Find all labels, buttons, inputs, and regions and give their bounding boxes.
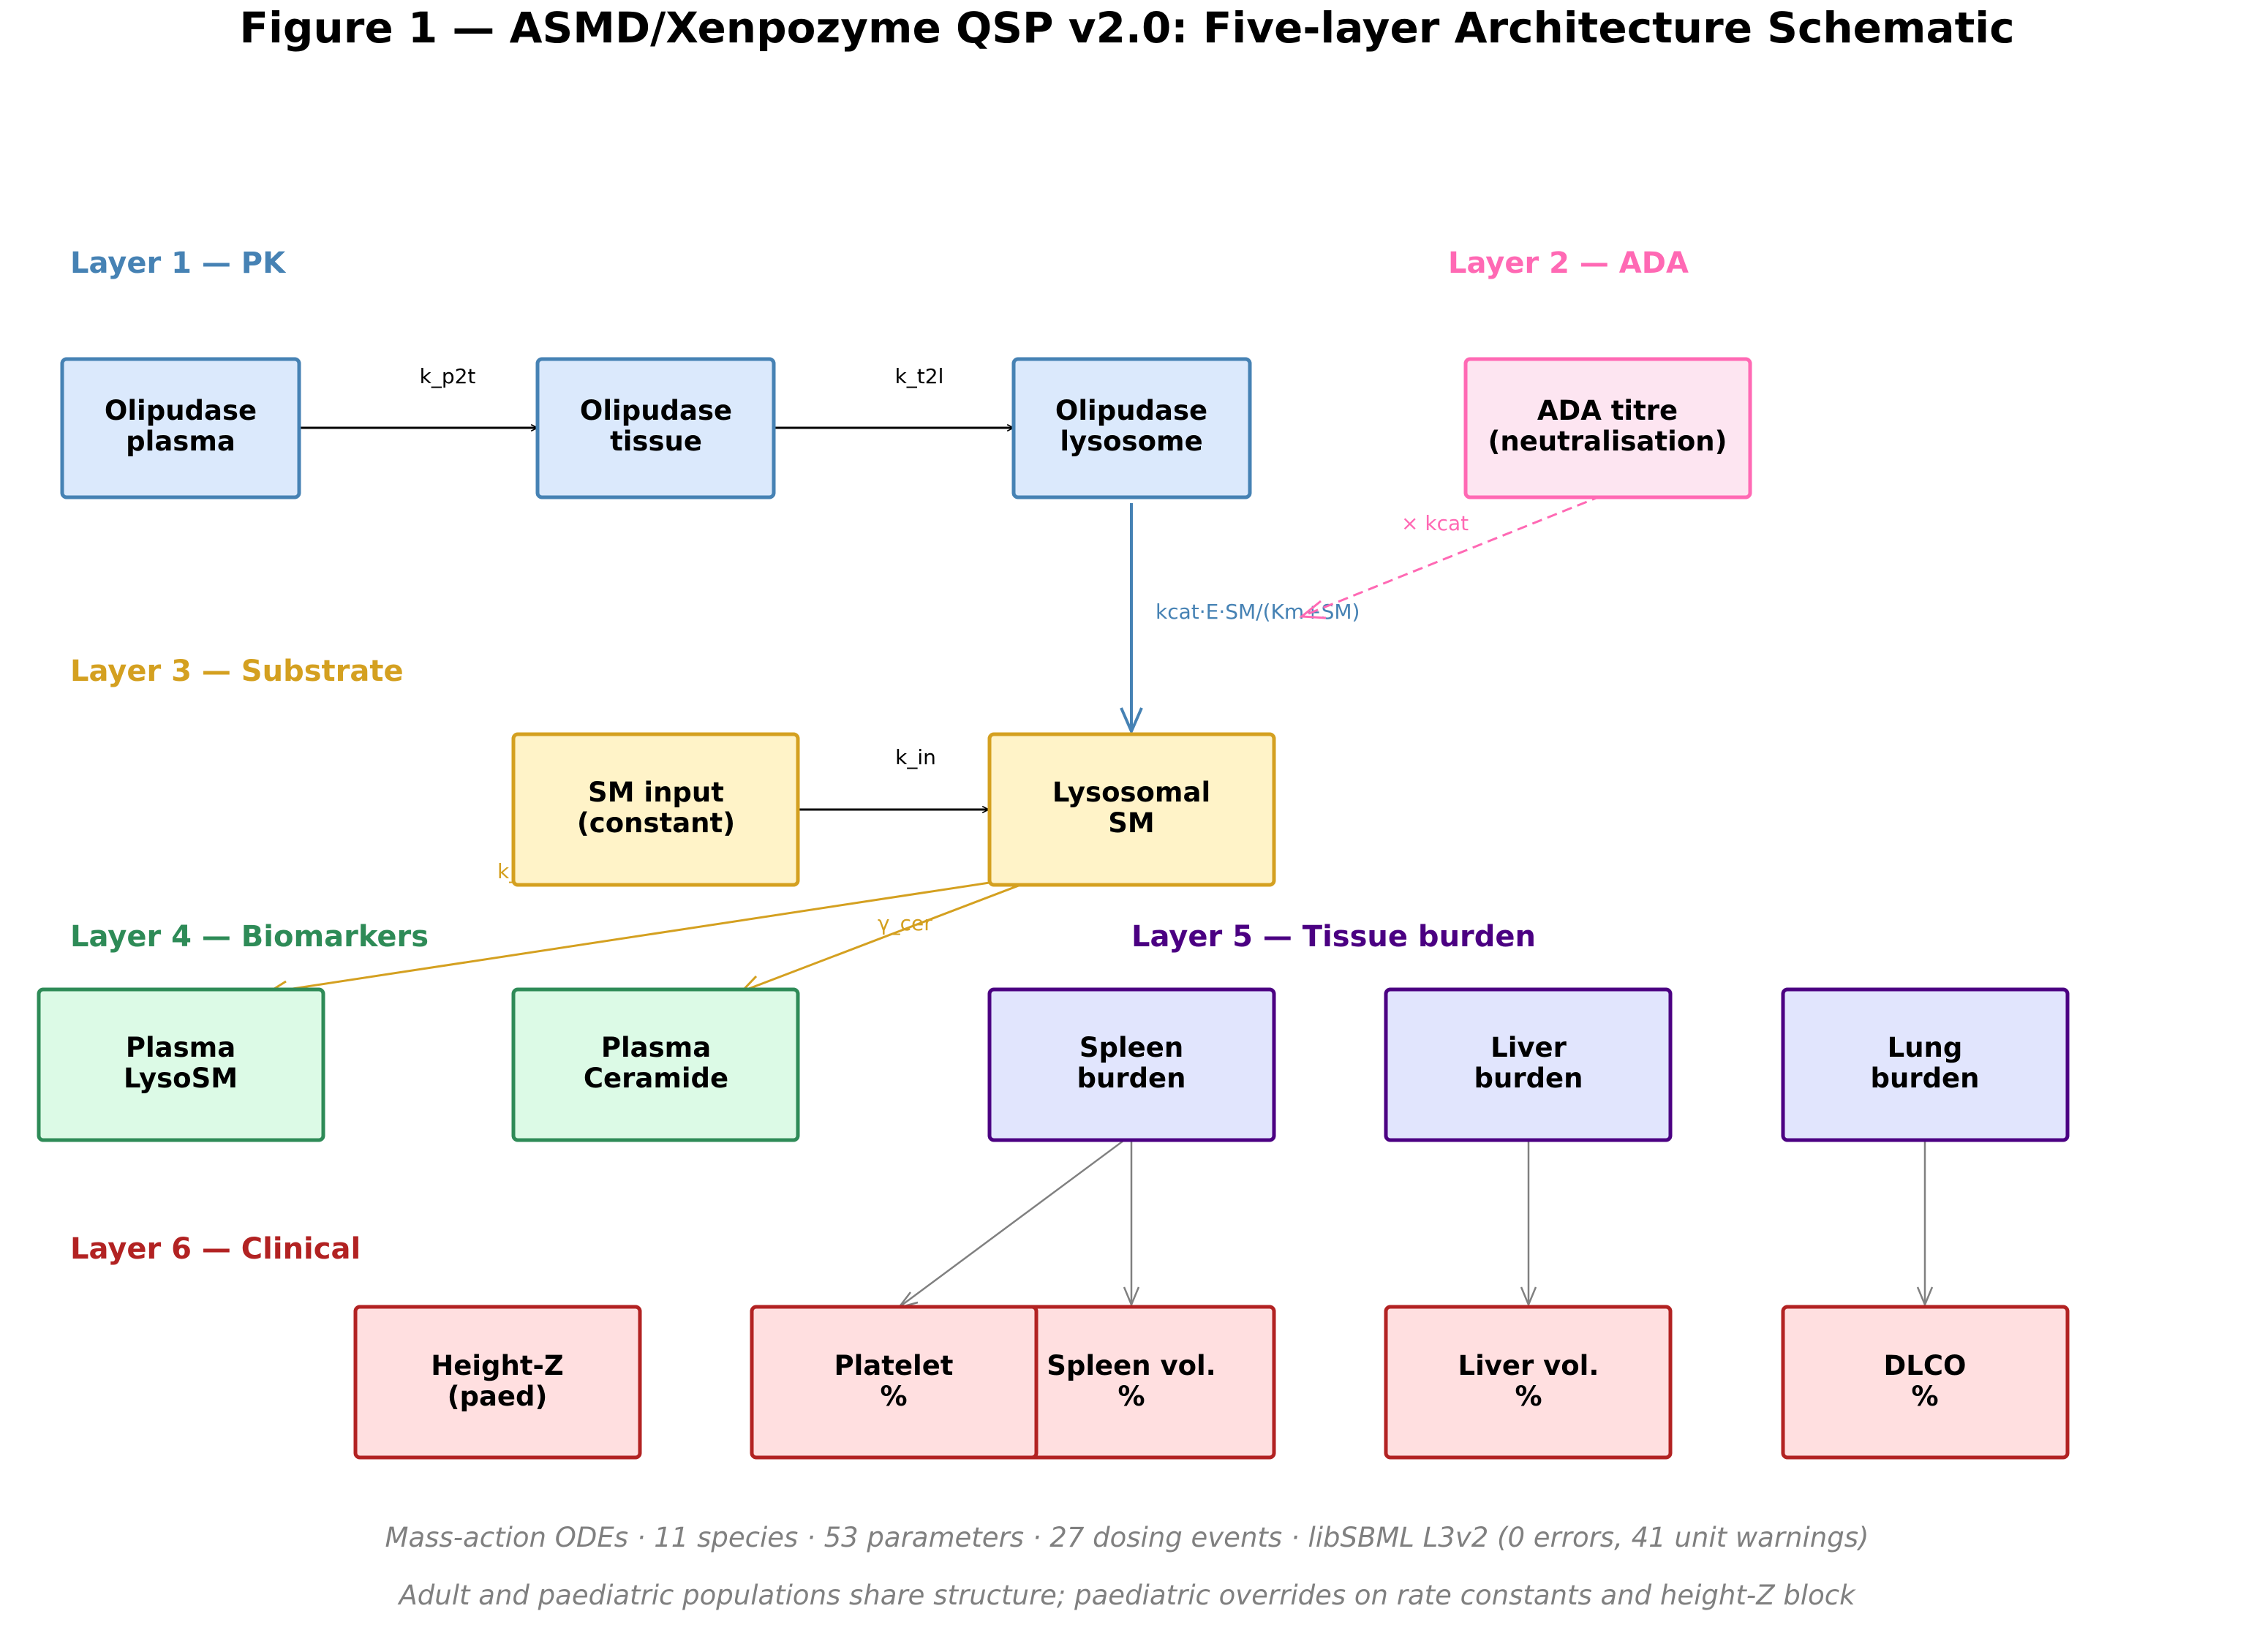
node-lung-burden: Lung burden [1781, 987, 2070, 1142]
node-spleen-burden: Spleen burden [987, 987, 1276, 1142]
node-plasma-lysosm: Plasma LysoSM [37, 987, 325, 1142]
node-dlco: DLCO % [1781, 1305, 2070, 1460]
node-plasma-ceramide: Plasma Ceramide [511, 987, 800, 1142]
edge-lysosomal-sm-to-plasma-ceramide [742, 873, 1048, 992]
edge-lysosomal-sm-to-plasma-lysosm [268, 873, 1043, 994]
node-ada-titre: ADA titre (neutralisation) [1463, 357, 1752, 499]
svg-text:Platelet: Platelet [834, 1350, 953, 1381]
svg-text:Height-Z: Height-Z [431, 1350, 563, 1381]
svg-text:burden: burden [1474, 1063, 1583, 1094]
svg-text:Olipudase: Olipudase [1055, 395, 1207, 426]
svg-text:LysoSM: LysoSM [124, 1063, 238, 1094]
layer-label-tissue-burden: Layer 5 — Tissue burden [1131, 920, 1536, 954]
svg-text:Lysosomal: Lysosomal [1052, 777, 1210, 808]
arrowhead-spleen-burden-to-spleen-vol [1123, 1286, 1140, 1308]
node-olipudase-lysosome: Olipudase lysosome [1011, 357, 1252, 499]
svg-text:Olipudase: Olipudase [105, 395, 257, 426]
edge-spleen-burden-to-platelet [899, 1137, 1127, 1308]
svg-text:burden: burden [1077, 1063, 1186, 1094]
node-lysosomal-sm: Lysosomal SM [987, 732, 1276, 887]
layer-label-clinical: Layer 6 — Clinical [70, 1232, 361, 1266]
footer-line-1: Mass-action ODEs · 11 species · 53 param… [385, 1522, 1869, 1553]
svg-text:plasma: plasma [126, 426, 235, 457]
arrowhead-lung-burden-to-dlco [1916, 1286, 1934, 1308]
node-sm-input: SM input (constant) [511, 732, 800, 887]
layer-label-substrate: Layer 3 — Substrate [70, 655, 404, 688]
svg-text:(paed): (paed) [448, 1381, 548, 1412]
svg-text:%: % [1117, 1381, 1145, 1412]
svg-text:Spleen vol.: Spleen vol. [1047, 1350, 1216, 1381]
node-liver-vol: Liver vol. % [1384, 1305, 1673, 1460]
layer-label-biomarkers: Layer 4 — Biomarkers [70, 920, 429, 954]
edge-label-x-kcat: × kcat [1401, 511, 1469, 535]
edge-ada-modulation [1303, 494, 1602, 617]
svg-text:Spleen: Spleen [1079, 1032, 1183, 1063]
edge-label-k-in: k_in [895, 745, 936, 769]
svg-text:SM input: SM input [588, 777, 724, 808]
svg-text:%: % [1515, 1381, 1542, 1412]
svg-text:%: % [880, 1381, 907, 1412]
edge-label-k-p2t: k_p2t [420, 364, 476, 388]
node-platelet: Platelet % [750, 1305, 1039, 1460]
svg-text:burden: burden [1871, 1063, 1980, 1094]
svg-text:Ceramide: Ceramide [584, 1063, 728, 1094]
svg-text:Liver vol.: Liver vol. [1458, 1350, 1599, 1381]
svg-text:Liver: Liver [1490, 1032, 1567, 1063]
layer-label-pk: Layer 1 — PK [70, 246, 287, 280]
arrowhead-lysosome-to-lysosomal-sm [1120, 707, 1143, 735]
svg-text:(constant): (constant) [577, 807, 735, 839]
svg-text:Lung: Lung [1888, 1032, 1963, 1063]
arrowhead-liver-burden-to-liver-vol [1520, 1286, 1537, 1308]
node-liver-burden: Liver burden [1384, 987, 1673, 1142]
svg-text:(neutralisation): (neutralisation) [1488, 426, 1727, 457]
svg-text:Plasma: Plasma [601, 1032, 711, 1063]
svg-text:Olipudase: Olipudase [580, 395, 732, 426]
svg-text:tissue: tissue [610, 426, 702, 457]
svg-text:Plasma: Plasma [126, 1032, 235, 1063]
edge-label-gamma-cer: γ_cer [878, 911, 932, 935]
edge-label-k-t2l: k_t2l [895, 364, 944, 388]
svg-text:ADA titre: ADA titre [1537, 395, 1678, 426]
svg-text:DLCO: DLCO [1884, 1350, 1967, 1381]
svg-text:lysosome: lysosome [1060, 426, 1202, 457]
arrowhead-ada-modulation [1299, 600, 1327, 619]
layer-label-ada: Layer 2 — ADA [1448, 246, 1689, 280]
edge-label-kcat-flux: kcat·E·SM/(Km+SM) [1156, 600, 1360, 624]
node-height-z: Height-Z (paed) [353, 1305, 642, 1460]
node-olipudase-tissue: Olipudase tissue [535, 357, 776, 499]
svg-text:%: % [1911, 1381, 1938, 1412]
figure-title: Figure 1 — ASMD/Xenpozyme QSP v2.0: Five… [239, 3, 2014, 53]
svg-text:SM: SM [1108, 807, 1154, 839]
node-olipudase-plasma: Olipudase plasma [60, 357, 301, 499]
nodes: Olipudase plasma Olipudase tissue Olipud… [37, 357, 2070, 1460]
footer-line-2: Adult and paediatric populations share s… [398, 1580, 1857, 1611]
